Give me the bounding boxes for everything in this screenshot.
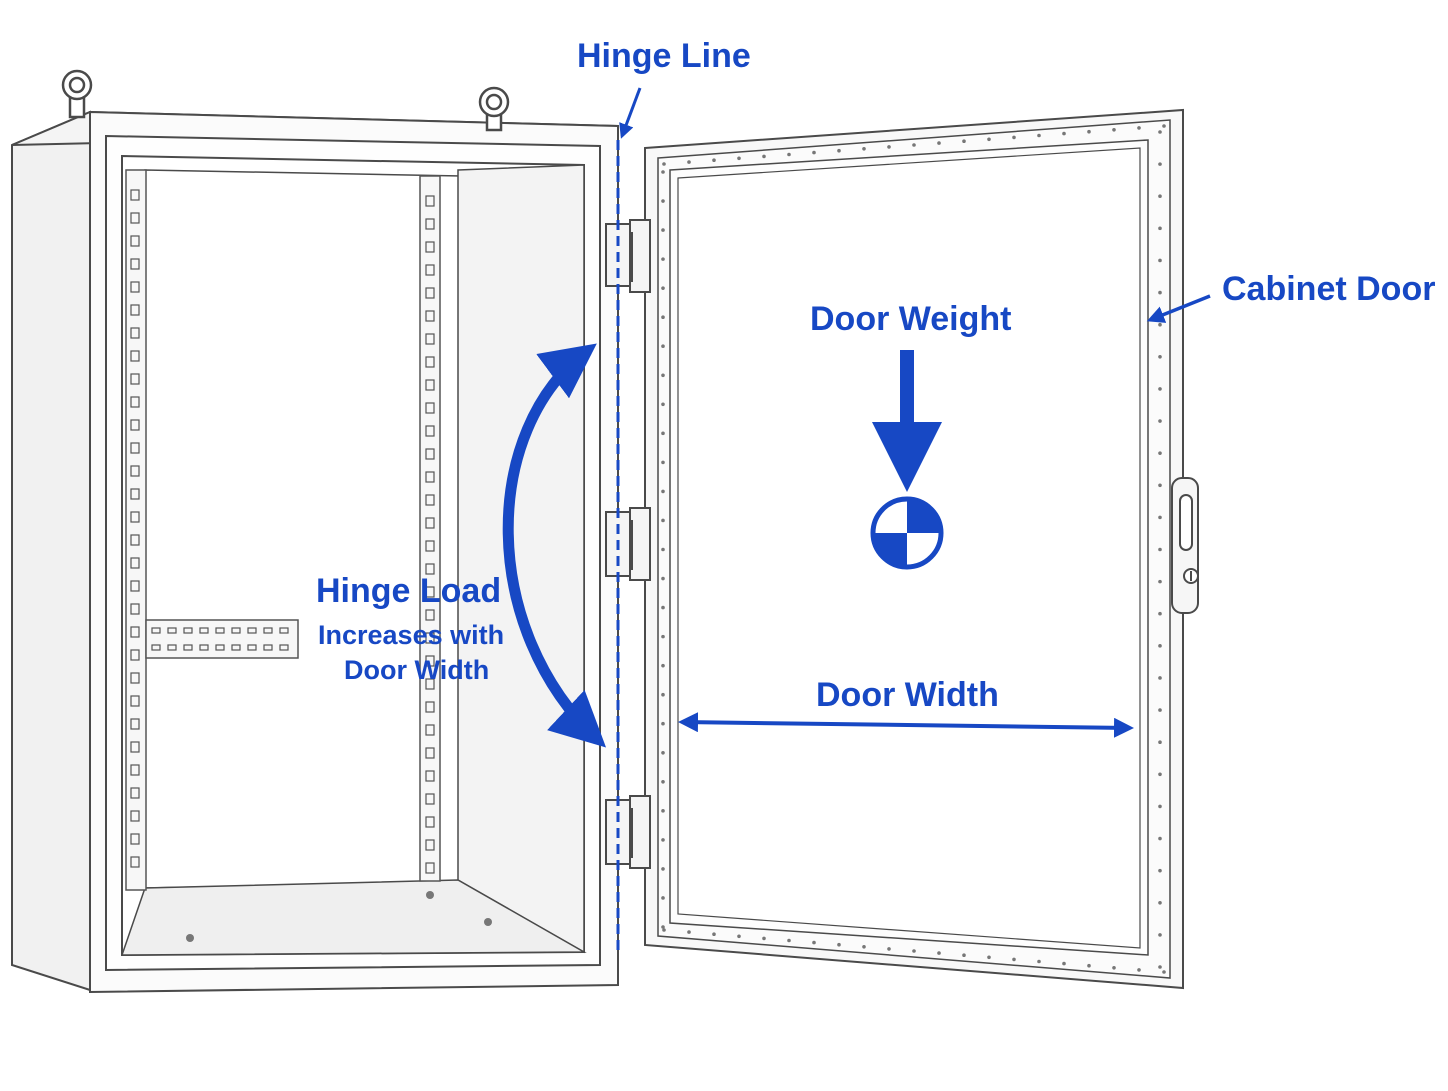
door-weight-label: Door Weight [810, 300, 1012, 338]
door-width-arrow [678, 712, 1134, 738]
eye-bolt-icon [478, 86, 510, 132]
cabinet-door-leader [1146, 294, 1211, 323]
cabinet-door-label: Cabinet Door [1222, 270, 1436, 308]
hinge-load-label: Hinge Load [316, 572, 502, 610]
hinge-icon [605, 795, 651, 869]
door-gasket-dots [661, 124, 1166, 974]
door-width-label: Door Width [816, 676, 999, 714]
eye-bolt-icon [61, 69, 93, 119]
hinge-line-leader [619, 87, 642, 139]
rail-holes [130, 189, 435, 874]
hinge-icon [605, 507, 651, 581]
hinge-icon [605, 219, 651, 293]
hinge-load-sub1-label: Increases with [318, 620, 505, 650]
hinge-load-arrow [502, 343, 607, 748]
mounting-rails [125, 169, 441, 891]
center-of-gravity-icon [870, 496, 944, 570]
hinge-load-sub2-label: Door Width [344, 655, 490, 685]
floor-details [186, 891, 492, 942]
cabinet-body [11, 110, 619, 994]
hinge-line-label: Hinge Line [577, 37, 751, 75]
door-handle-icon [1171, 477, 1199, 614]
